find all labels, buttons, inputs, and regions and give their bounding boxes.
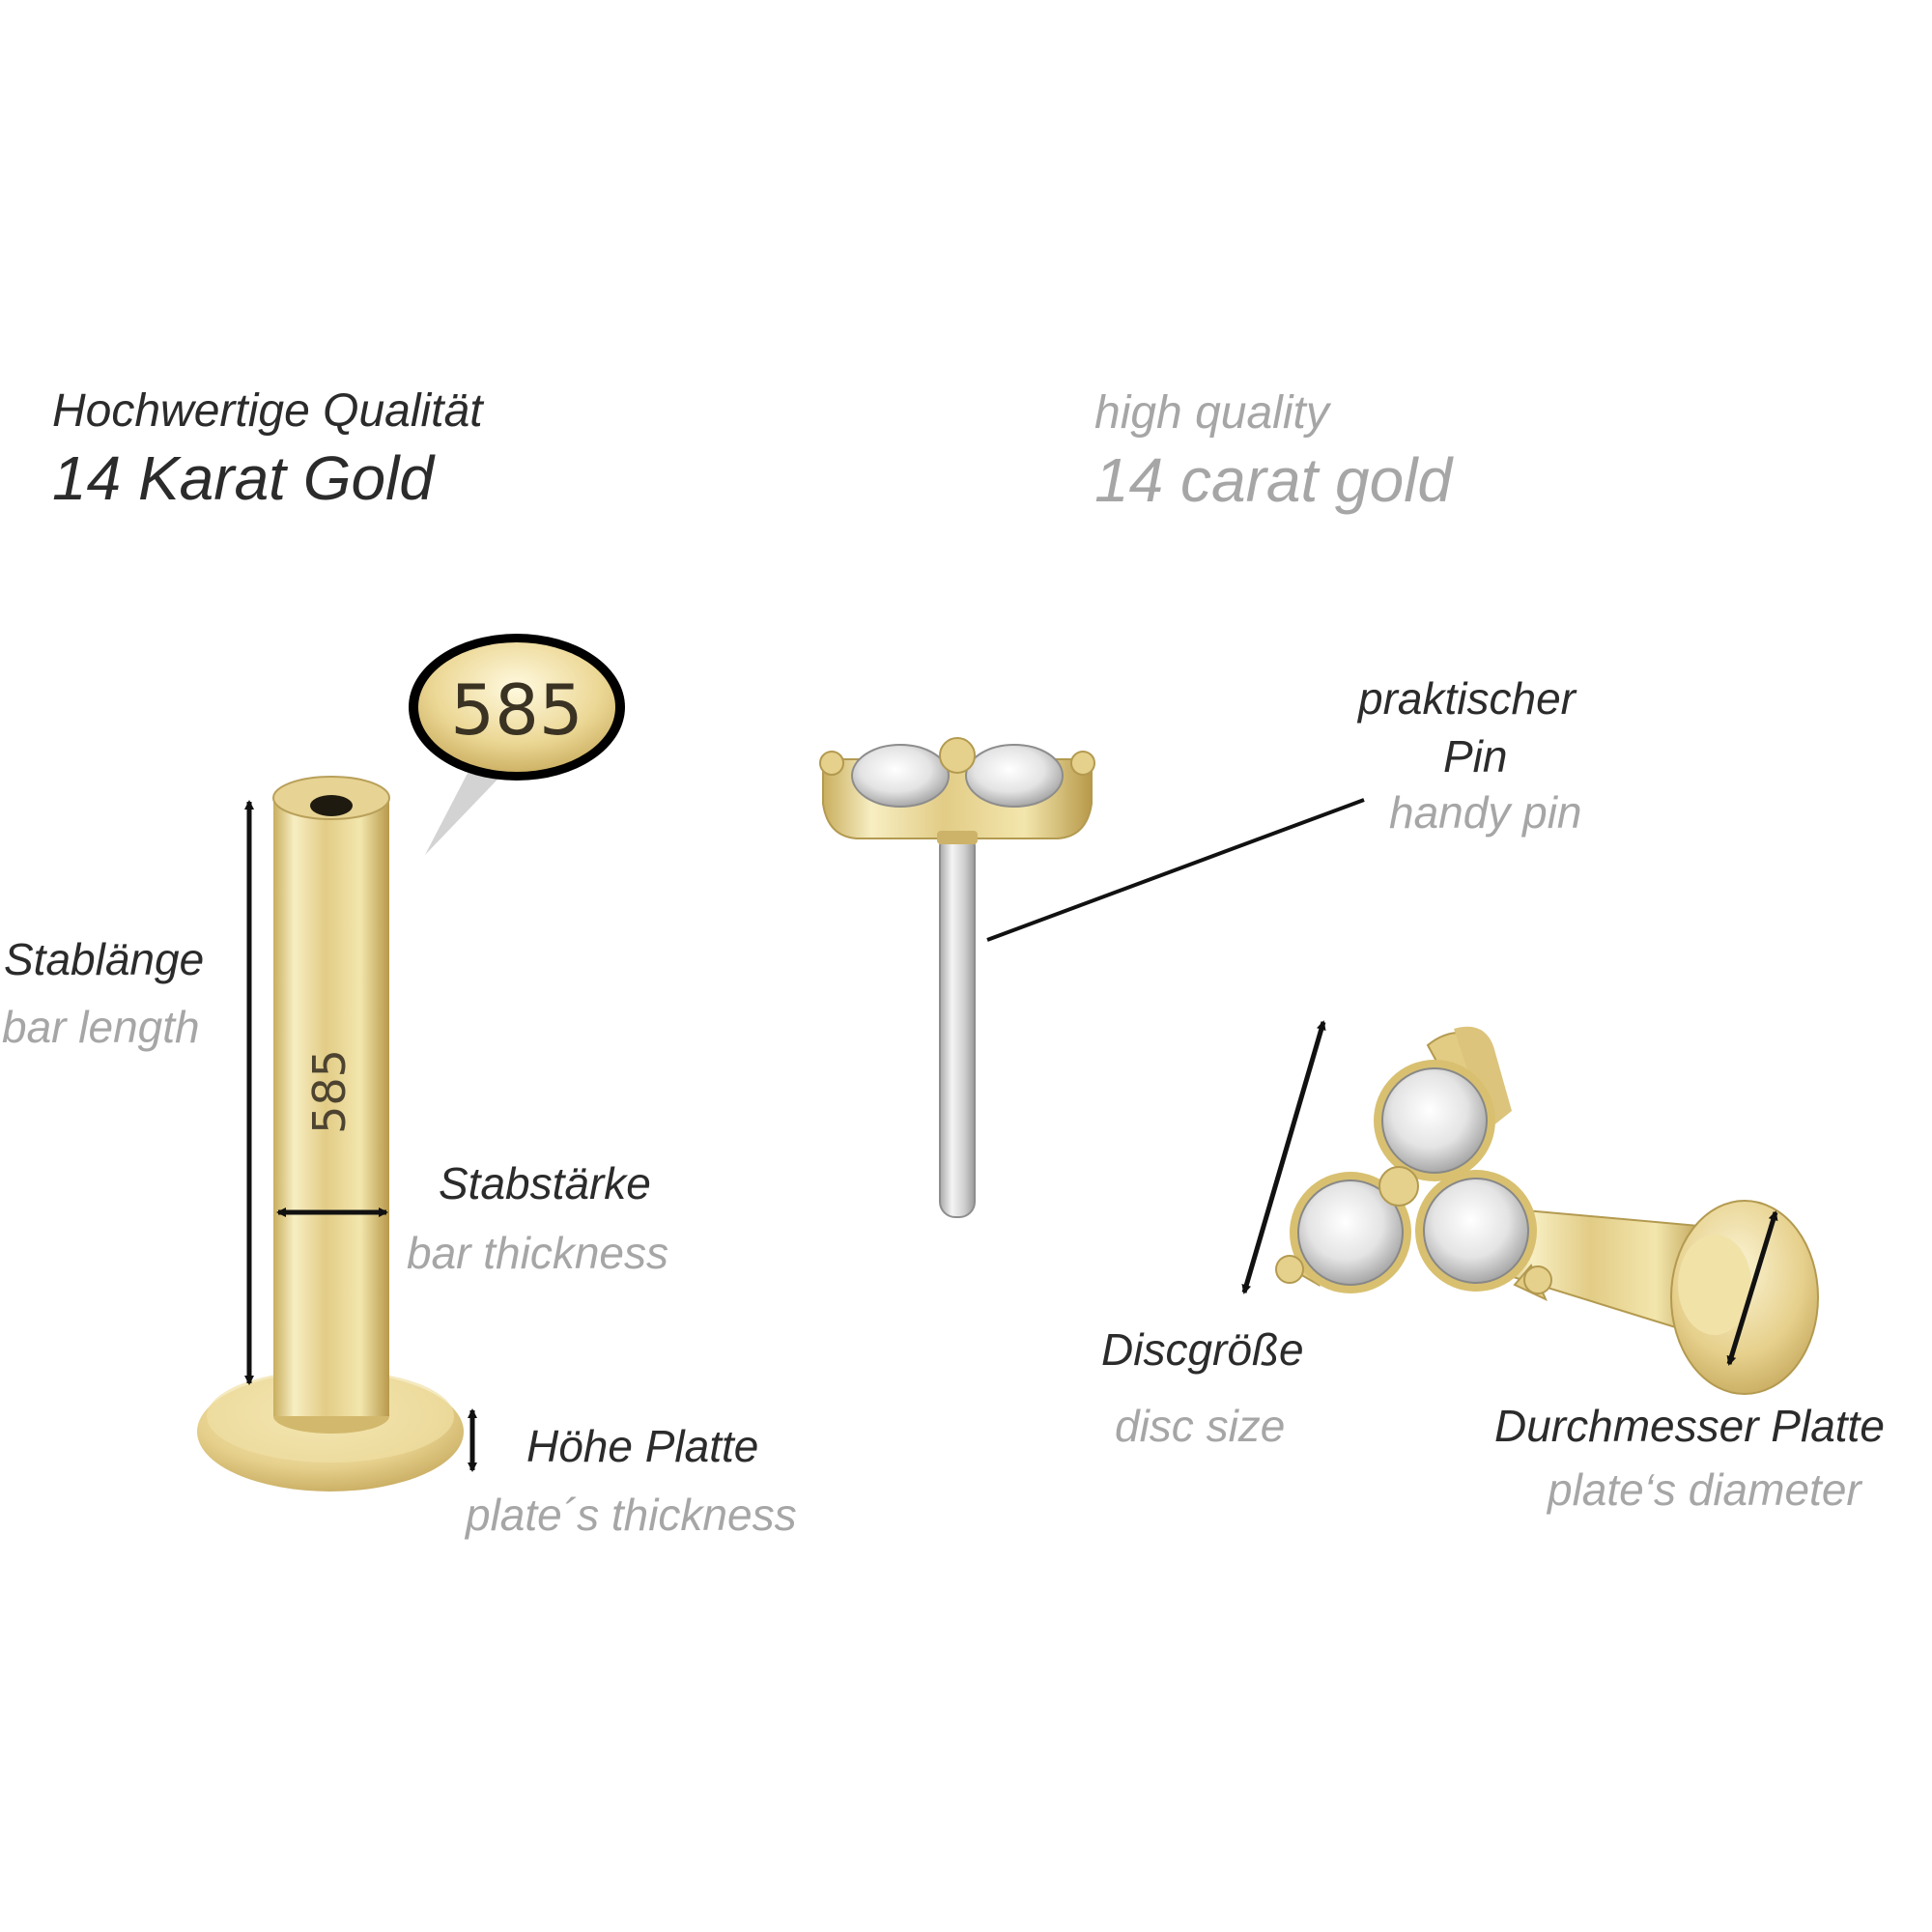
bar-hallmark-engraving: 585 bbox=[303, 1049, 355, 1134]
label-bar-length-de: Stablänge bbox=[4, 934, 205, 984]
heading-en-gold: 14 carat gold bbox=[1094, 445, 1453, 515]
disc-size-arrow bbox=[1241, 1020, 1326, 1294]
gem-left bbox=[851, 744, 950, 808]
heading-de-quality: Hochwertige Qualität bbox=[52, 385, 483, 437]
label-bar-length-en: bar length bbox=[2, 1002, 200, 1052]
bubble-hallmark-text: 585 bbox=[450, 669, 582, 751]
hallmark-bubble: 585 bbox=[409, 634, 625, 855]
gem-right bbox=[965, 744, 1064, 808]
push-pin-top bbox=[819, 737, 1095, 1218]
label-pin-de-line1: praktischer bbox=[1358, 673, 1576, 724]
label-plate-diameter-en: plate‘s diameter bbox=[1548, 1464, 1861, 1515]
trinity-gem-top bbox=[1381, 1067, 1488, 1174]
label-plate-height-de: Höhe Platte bbox=[526, 1421, 759, 1471]
label-disc-size-de: Discgröße bbox=[1101, 1324, 1304, 1375]
pin-pointer-line bbox=[986, 798, 1365, 942]
trinity-gem-right bbox=[1423, 1178, 1529, 1284]
label-bar-thickness-en: bar thickness bbox=[407, 1228, 669, 1278]
label-pin-de-line2: Pin bbox=[1443, 731, 1508, 781]
label-bar-thickness-de: Stabstärke bbox=[439, 1158, 651, 1208]
label-plate-diameter-de: Durchmesser Platte bbox=[1494, 1401, 1885, 1451]
heading-en-quality: high quality bbox=[1094, 387, 1329, 439]
label-disc-size-en: disc size bbox=[1115, 1401, 1286, 1451]
pin-shaft bbox=[939, 830, 976, 1218]
label-plate-height-en: plate´s thickness bbox=[466, 1490, 797, 1540]
label-pin-en: handy pin bbox=[1389, 787, 1582, 838]
trinity-labret bbox=[1275, 1026, 1819, 1395]
heading-de-gold: 14 Karat Gold bbox=[52, 443, 434, 513]
plate-diameter-arrow bbox=[1726, 1210, 1778, 1366]
labret-bar: 585 bbox=[197, 776, 464, 1492]
